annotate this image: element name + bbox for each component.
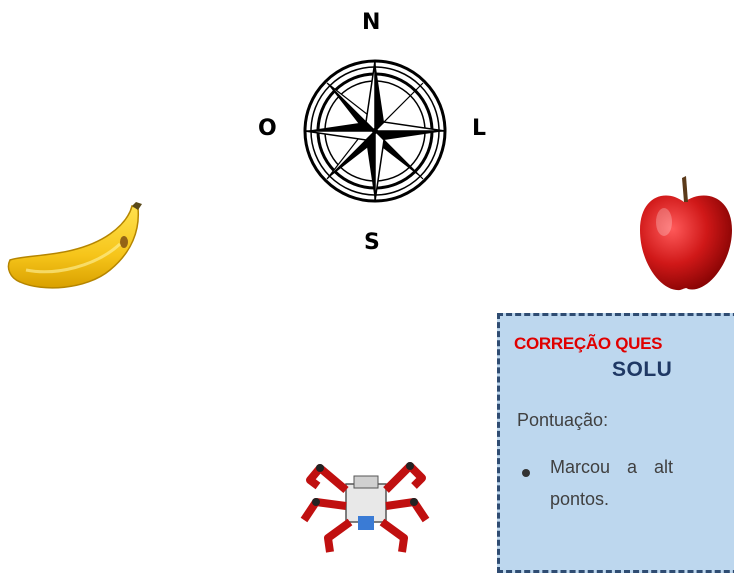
score-label: Pontuação: — [517, 410, 609, 430]
solution-subtitle: SOLU — [612, 358, 673, 381]
compass-rose-icon — [303, 59, 447, 203]
compass-west-label: O — [258, 116, 277, 141]
solution-box: CORREÇÃO QUES SOLU Pontuação: Marcou a a… — [497, 313, 734, 573]
compass-north-label: N — [362, 10, 381, 35]
solution-title: CORREÇÃO QUES — [514, 334, 663, 353]
bullet-text-line2: pontos. — [550, 489, 610, 509]
bullet-text-line1: Marcou a alt — [550, 457, 674, 477]
banana-image — [7, 202, 142, 289]
robot-image — [300, 462, 430, 553]
compass-south-label: S — [364, 230, 380, 255]
bullet-icon — [522, 469, 530, 477]
compass-east-label: L — [472, 116, 487, 141]
apple-image — [640, 176, 732, 291]
